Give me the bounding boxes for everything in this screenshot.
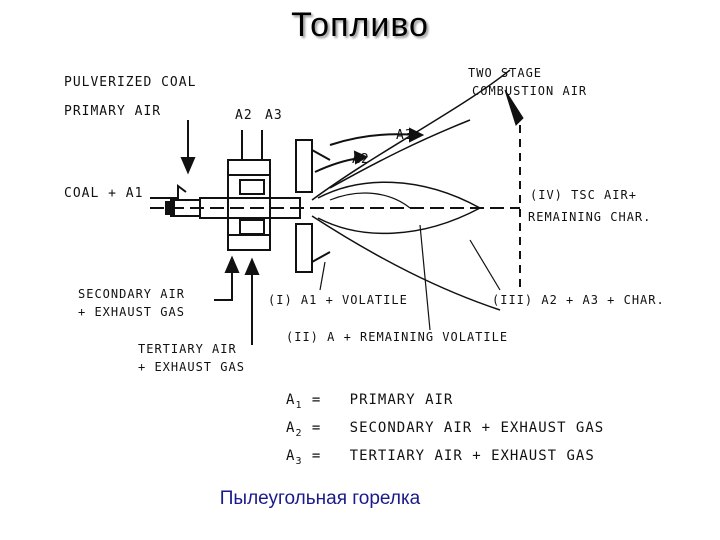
label-remaining-char: REMAINING CHAR. bbox=[528, 210, 652, 224]
legend-eq: = bbox=[311, 420, 322, 436]
label-zone-i: (I) A1 + VOLATILE bbox=[268, 293, 408, 307]
slide-title: Топливо bbox=[291, 6, 429, 44]
label-a2-flow: A2 bbox=[352, 152, 370, 167]
label-coal-a1: COAL + A1 bbox=[64, 186, 144, 201]
legend-eq: = bbox=[311, 392, 322, 408]
label-zone-ii: (II) A + REMAINING VOLATILE bbox=[286, 330, 509, 344]
label-secondary-exhaust: + EXHAUST GAS bbox=[78, 305, 185, 319]
legend-symbol: A bbox=[286, 448, 296, 464]
label-primary-air: PRIMARY AIR bbox=[64, 104, 162, 119]
flame-inner bbox=[317, 181, 482, 235]
legend-row-a3: A3 = TERTIARY AIR + EXHAUST GAS bbox=[286, 448, 595, 467]
legend-sub: 2 bbox=[295, 428, 303, 439]
legend-text: PRIMARY AIR bbox=[349, 392, 454, 408]
legend-eq: = bbox=[311, 448, 322, 464]
burner-quarl bbox=[295, 139, 313, 193]
burner-housing bbox=[227, 159, 271, 251]
legend-row-a1: A1 = PRIMARY AIR bbox=[286, 392, 454, 411]
legend-row-a2: A2 = SECONDARY AIR + EXHAUST GAS bbox=[286, 420, 605, 439]
label-pulverized-coal: PULVERIZED COAL bbox=[64, 75, 197, 90]
label-a3-flow: A3 bbox=[396, 128, 414, 143]
legend-symbol: A bbox=[286, 420, 296, 436]
slide-caption: Пылеугольная горелка bbox=[219, 488, 421, 509]
label-two-stage: TWO STAGE bbox=[468, 66, 543, 80]
label-zone-iii: (III) A2 + A3 + CHAR. bbox=[492, 293, 665, 307]
label-tertiary-exhaust: + EXHAUST GAS bbox=[138, 360, 245, 374]
legend-text: TERTIARY AIR + EXHAUST GAS bbox=[349, 448, 595, 464]
legend-sub: 3 bbox=[295, 456, 303, 467]
label-secondary-air: SECONDARY AIR bbox=[78, 287, 185, 301]
primary-pipe bbox=[199, 197, 301, 219]
legend-sub: 1 bbox=[295, 400, 303, 411]
label-combustion-air: COMBUSTION AIR bbox=[472, 84, 588, 98]
flame-outer bbox=[311, 69, 511, 201]
label-zone-iv: (IV) TSC AIR+ bbox=[530, 188, 637, 202]
label-a2-top: A2 bbox=[235, 108, 253, 123]
label-tertiary-air: TERTIARY AIR bbox=[138, 342, 237, 356]
legend-text: SECONDARY AIR + EXHAUST GAS bbox=[349, 420, 605, 436]
legend-symbol: A bbox=[286, 392, 296, 408]
label-a3-top: A3 bbox=[265, 108, 283, 123]
